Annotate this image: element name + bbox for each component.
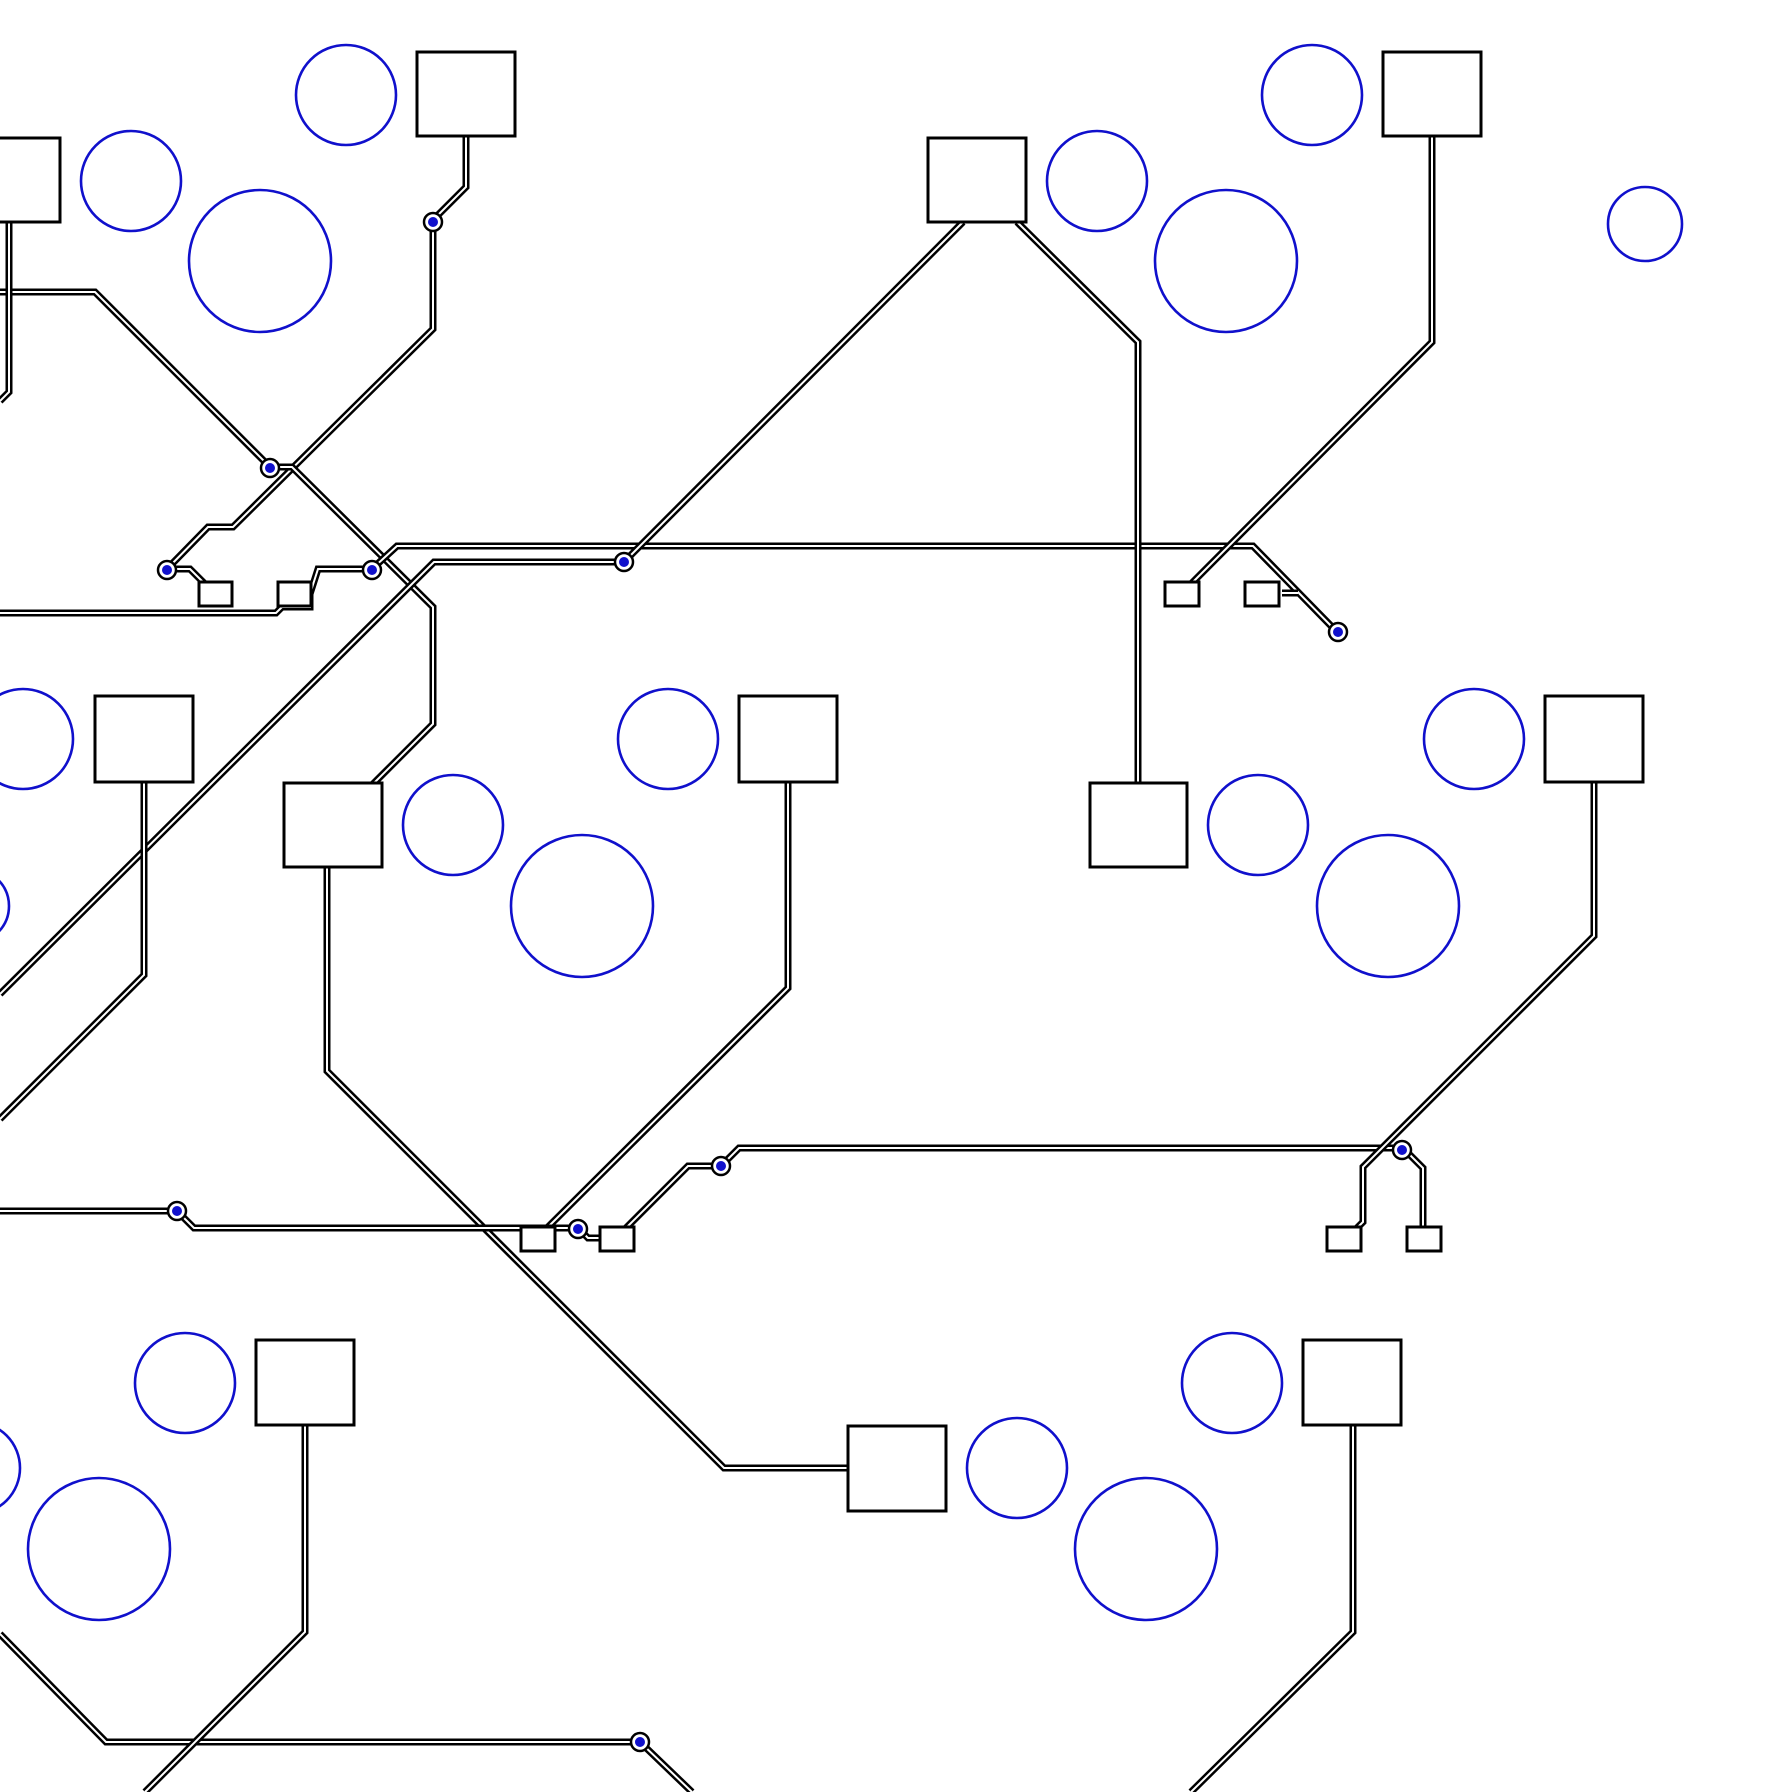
smd-pad — [1243, 580, 1281, 608]
drill-hole — [0, 1428, 22, 1508]
square-pad — [1301, 1338, 1403, 1427]
drill-hole — [1315, 833, 1461, 979]
drill-hole — [1422, 687, 1526, 791]
via — [166, 1200, 188, 1222]
vias — [156, 211, 1413, 1753]
square-pad — [1543, 694, 1645, 784]
smd-pad — [1405, 1225, 1443, 1253]
square-pad — [0, 136, 62, 224]
drill-hole — [187, 188, 333, 334]
drill-hole — [401, 773, 505, 877]
drill-hole — [0, 879, 11, 933]
trace — [1350, 782, 1598, 1235]
via — [259, 457, 281, 479]
drill-hole — [509, 833, 655, 979]
trace — [0, 1207, 601, 1242]
drill-hole — [1045, 129, 1149, 233]
drill-hole — [133, 1331, 237, 1435]
square-pad — [282, 781, 384, 869]
drill-hole — [1260, 43, 1364, 147]
square-pad — [1381, 50, 1483, 138]
drill-hole — [0, 687, 75, 791]
via — [613, 551, 635, 573]
trace — [1188, 1426, 1357, 1792]
trace — [0, 542, 1340, 635]
drill-hole — [79, 129, 183, 233]
via — [1391, 1139, 1413, 1161]
square-pad — [846, 1424, 948, 1513]
trace — [0, 288, 437, 788]
drill-hole — [616, 687, 720, 791]
drill-hole — [294, 43, 398, 147]
drill-holes — [0, 43, 1684, 1622]
square-pad — [737, 694, 839, 784]
via — [629, 1731, 651, 1753]
via — [361, 559, 383, 581]
trace — [544, 782, 792, 1231]
smd-pad — [1325, 1225, 1363, 1253]
trace — [142, 1426, 309, 1792]
trace — [164, 136, 470, 572]
drill-hole — [1180, 1331, 1284, 1435]
drill-hole — [1206, 773, 1310, 877]
square-pads — [0, 50, 1645, 1513]
smd-pads — [197, 580, 1443, 1253]
square-pad — [254, 1338, 356, 1427]
square-pad — [926, 136, 1028, 224]
smd-pad — [276, 580, 313, 608]
trace — [0, 222, 13, 404]
via — [156, 559, 178, 581]
via — [422, 211, 444, 233]
trace — [0, 1631, 695, 1792]
square-pad — [1088, 781, 1189, 869]
drill-hole — [1606, 185, 1684, 263]
trace — [623, 1144, 1427, 1231]
trace — [0, 782, 148, 1122]
smd-pad — [197, 580, 234, 608]
smd-pad — [1163, 580, 1201, 608]
trace — [1179, 136, 1436, 596]
drill-hole — [1073, 1476, 1219, 1622]
via — [1327, 621, 1349, 643]
drill-hole — [965, 1416, 1069, 1520]
drill-hole — [26, 1476, 172, 1622]
smd-pad — [519, 1225, 557, 1253]
square-pad — [415, 50, 517, 138]
trace — [1014, 219, 1142, 783]
drill-hole — [1153, 188, 1299, 334]
square-pad — [93, 694, 195, 784]
smd-pad — [598, 1225, 636, 1253]
trace — [621, 219, 966, 565]
via — [567, 1218, 589, 1240]
traces — [0, 136, 1598, 1792]
trace — [323, 866, 848, 1472]
via — [710, 1155, 732, 1177]
